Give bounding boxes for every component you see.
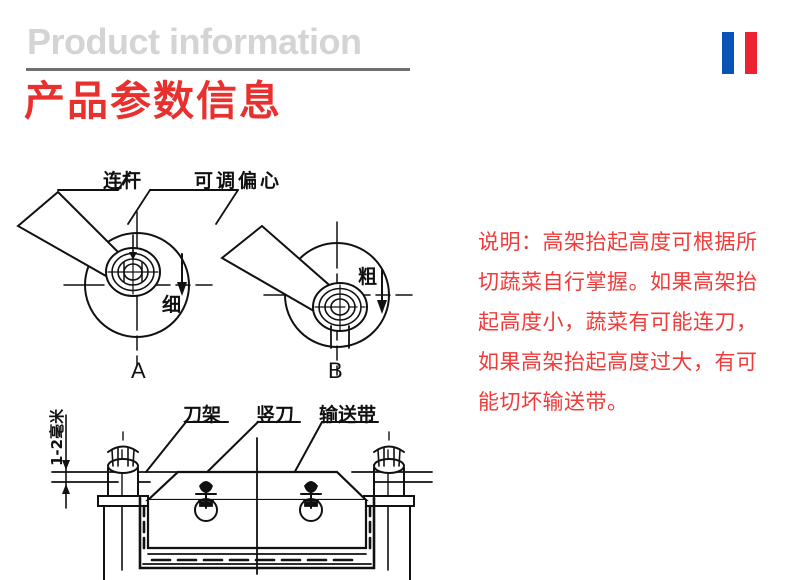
right-post-cap [373,458,405,474]
leader-connecting-rod [57,171,131,191]
technical-diagram: 连杆 可调偏心 细 粗 A B 刀架 竖刀 输送带 1-2毫米 [0,150,470,580]
diagram-drawing [16,171,433,580]
belt-tread-ends [142,504,372,550]
dimension-arrow-up [62,484,70,494]
view-a-arrow-head [177,282,187,296]
label-connecting-rod: 连杆 [103,170,142,192]
view-b-arrow-head [377,300,387,314]
page-header: Product information 产品参数信息 [0,0,790,145]
right-post-flange [363,495,415,507]
right-post-ribs [377,447,401,467]
label-adjustable-eccentric: 可调偏心 [194,170,283,192]
view-a-arrow-small-head [129,252,137,260]
page-title-chinese: 产品参数信息 [24,78,282,124]
caption-view-b: B [328,358,343,383]
machine-knob-right [299,481,323,522]
flag-bar-red [745,32,757,74]
right-post-dome [373,445,405,453]
label-view-b-coarse: 粗 [358,266,378,288]
flag-bar-blue [722,32,734,74]
caption-view-a: A [131,358,146,383]
dimension-arrow-down [62,460,70,470]
left-post-dome [107,445,139,453]
title-divider [26,68,410,71]
label-vertical-knife: 竖刀 [256,404,295,426]
instruction-note: 说明：高架抬起高度可根据所切蔬菜自行掌握。如果高架抬起高度小，蔬菜有可能连刀，如… [478,230,758,414]
label-knife-frame: 刀架 [183,404,222,426]
label-gap-dimension: 1-2毫米 [48,408,66,466]
leader-knife-frame [145,421,187,473]
leader-eccentric-b [215,189,239,225]
label-view-a-fine: 细 [162,294,182,316]
machine-knob-left [194,481,218,522]
decorative-flag-bars [722,32,762,74]
view-b-hub-stem [330,325,350,349]
leader-eccentric-a [127,189,151,225]
page-title-english: Product information [27,21,362,62]
left-post-ribs [111,447,135,467]
label-conveyor-belt: 输送带 [319,404,377,426]
left-post-cap [107,458,139,474]
